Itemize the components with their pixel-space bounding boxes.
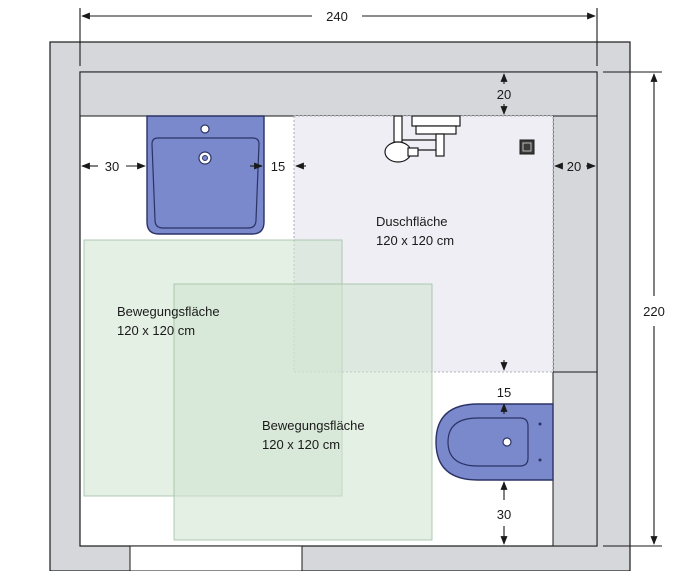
movement-area-1-size: 120 x 120 cm [117, 323, 195, 338]
dim-total-width: 240 [326, 9, 348, 24]
wall-right-inner [552, 115, 598, 373]
faucet-hole-icon [200, 124, 210, 134]
dim-toilet-bottom: 30 [497, 507, 511, 522]
toilet [435, 403, 554, 481]
wall-right-lower [552, 371, 598, 547]
door-opening [129, 545, 303, 571]
dimension-lines [79, 8, 662, 547]
dim-wall-right: 20 [567, 159, 581, 174]
dim-total-height: 220 [643, 304, 665, 319]
dimension-labels: 240 220 20 20 30 15 15 30 [105, 9, 665, 522]
toilet-seat [447, 417, 529, 467]
dim-wall-top: 20 [497, 87, 511, 102]
wall-top-inner [79, 71, 598, 117]
drain-icon [519, 139, 535, 155]
drain-grate-icon [522, 142, 532, 152]
wash-basin-bowl [151, 137, 260, 229]
dim-toilet-top: 15 [497, 385, 511, 400]
movement-area-2 [173, 283, 433, 541]
basin-drain-center-icon [202, 155, 208, 161]
movement-area-1-name: Bewegungsfläche [117, 304, 220, 319]
movement-area-2-name: Bewegungsfläche [262, 418, 365, 433]
movement-area-2-size: 120 x 120 cm [262, 437, 340, 452]
shower-area-size: 120 x 120 cm [376, 233, 454, 248]
toilet-mount-dot-1 [538, 422, 542, 426]
flush-icon [502, 437, 512, 447]
dim-sink-left: 30 [105, 159, 119, 174]
shower-fitting-icon [384, 115, 461, 163]
toilet-mount-dot-2 [538, 458, 542, 462]
shower-area-name: Duschfläche [376, 214, 448, 229]
dim-sink-right: 15 [271, 159, 285, 174]
wash-basin [146, 115, 265, 235]
movement-areas: Bewegungsfläche 120 x 120 cm Bewegungsfl… [83, 239, 433, 541]
